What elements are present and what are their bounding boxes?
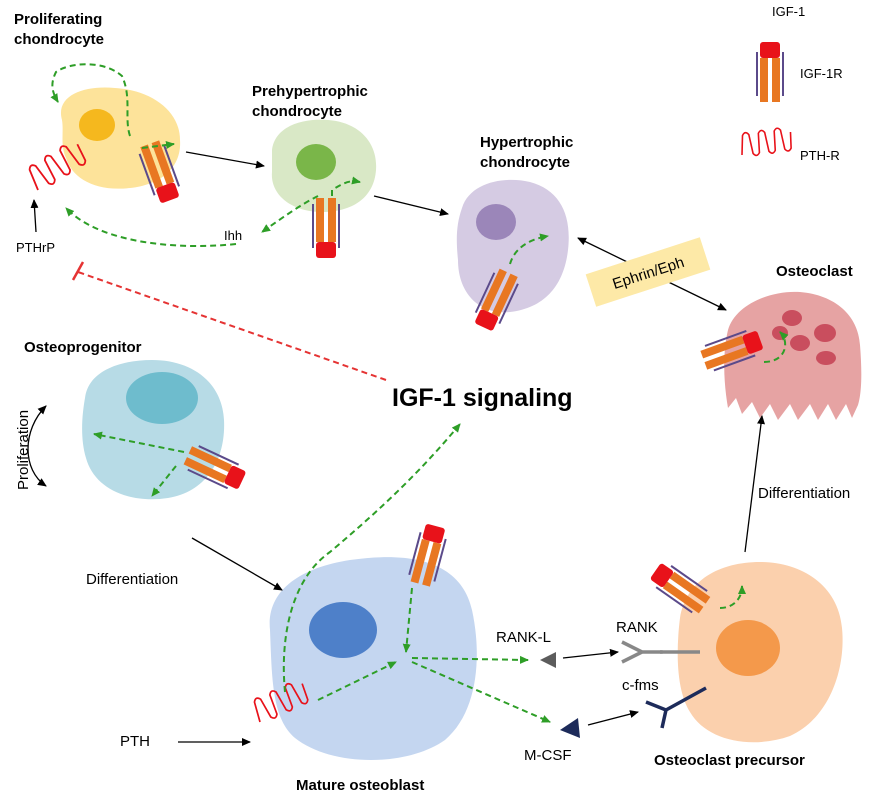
osteoprogenitor-title: Osteoprogenitor [24,339,142,356]
differentiation-label-right: Differentiation [758,485,850,502]
pthrp-label: PTHrP [16,240,55,255]
mcsf-ligand-icon [560,718,580,738]
osteoclast-precursor-cell [677,562,843,743]
pth-label: PTH [120,733,150,750]
mature-osteoblast-title: Mature osteoblast [296,777,424,794]
mcsf-label: M-CSF [524,747,572,764]
prehypertrophic-chondrocyte-title-2: chondrocyte [252,103,342,120]
hypertrophic-chondrocyte-cell [456,179,569,313]
rank-label: RANK [616,619,658,636]
legend-igf1r-label: IGF-1R [800,66,843,81]
cfms-label: c-fms [622,677,659,694]
arrow-mcsf-to-cfms [587,710,639,726]
prehypertrophic-chondrocyte-title-1: Prehypertrophic [252,83,368,100]
mature-osteoblast-cell [269,557,477,761]
proliferating-chondrocyte-title-2: chondrocyte [14,31,104,48]
arrow-precursor-to-osteoclast [744,415,765,553]
differentiation-label-left: Differentiation [86,571,178,588]
igf1-signaling-center-label: IGF-1 signaling [392,384,573,412]
legend-igf1r-icon [756,41,784,103]
proliferating-chondrocyte-cell [60,87,181,189]
legend-pthr-label: PTH-R [800,148,840,163]
arrow-proliferating-to-prehypertrophic [185,151,265,169]
arrow-prehypertrophic-to-hypertrophic [373,195,449,216]
rankl-label: RANK-L [496,629,551,646]
osteoclast-title: Osteoclast [776,263,853,280]
rank-receptor-icon [621,640,700,664]
legend-pthr-icon [738,125,794,159]
osteoclast-cell [724,291,862,420]
prehypertrophic-chondrocyte-cell [271,119,377,212]
hypertrophic-chondrocyte-title-2: chondrocyte [480,154,570,171]
hypertrophic-chondrocyte-title-1: Hypertrophic [480,134,573,151]
arrow-rankl-to-rank [562,648,619,659]
cfms-receptor-icon [645,686,707,729]
arrow-pthrp-to-pthr [30,199,39,233]
igf1-signaling-arrows [50,63,789,723]
legend-igf1-label: IGF-1 [772,4,805,19]
proliferating-chondrocyte-title-1: Proliferating [14,11,102,28]
osteoprogenitor-cell [82,360,225,500]
arrow-osteoprogenitor-differentiation [191,537,283,591]
osteoclast-precursor-title: Osteoclast precursor [654,752,805,769]
ephrin-eph-box: Ephrin/Eph [585,237,711,307]
igf1r-receptor-icon [646,559,714,617]
proliferation-label: Proliferation [15,410,32,490]
rankl-ligand-icon [540,652,556,668]
igf1-inhibits-pthrp [71,261,387,381]
arrow-proliferation-loop [27,405,47,487]
ihh-label: Ihh [224,228,242,243]
